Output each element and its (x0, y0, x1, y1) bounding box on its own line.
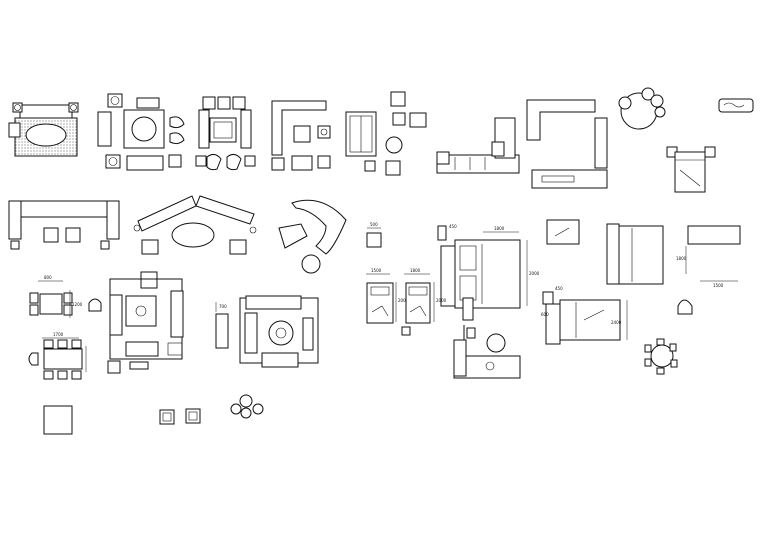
round-table-chairs (618, 87, 666, 130)
sofa-set-with-rug (8, 102, 79, 157)
round-table-six-chairs (644, 338, 678, 375)
dim-label: 700 (219, 304, 227, 309)
dim-500-block: 500 (366, 222, 382, 248)
dim-label: 1500 (713, 283, 724, 288)
dim-label: 2000 (529, 271, 540, 276)
chairs-square-table-set (195, 96, 256, 171)
dining-set-6-seat: 1700 (28, 332, 87, 380)
round-chairs-trio (230, 394, 264, 419)
long-sectional-sofa (436, 117, 520, 174)
dining-set-4-seat: 800 1200 (29, 275, 102, 318)
sofa-set-round-table (97, 93, 185, 171)
dim-label: 1700 (53, 332, 64, 337)
armchair-symbol (677, 299, 693, 315)
single-bed-nightstand: 1800 1500 (546, 219, 741, 288)
dim-label: 450 (449, 224, 457, 229)
dim-label: 500 (370, 222, 378, 227)
small-sofa-symbol (718, 98, 754, 113)
dim-label: 1500 (371, 268, 382, 273)
dim-label: 1800 (410, 268, 421, 273)
single-bed-top (666, 146, 716, 193)
curved-lounge-chaise (278, 199, 347, 274)
curved-sofa-oval-table (133, 195, 257, 255)
dim-label: 1200 (72, 302, 83, 307)
dim-label: 2400 (611, 320, 622, 325)
sofa-corner-set (453, 297, 521, 379)
armchairs-pair (159, 408, 201, 425)
l-sectional-sofa-large (526, 99, 608, 189)
dim-label: 1800 (676, 256, 687, 261)
long-sofa-ottomans (8, 200, 120, 250)
living-set-round-rug: 700 (215, 295, 319, 368)
dim-label: 2000 (398, 298, 409, 303)
dim-label: 800 (44, 275, 52, 280)
single-beds-dims: 1500 2000 1800 2000 (366, 268, 447, 336)
sofa-side-tables-set (345, 91, 427, 176)
dim-label: 1800 (494, 226, 505, 231)
double-bed-dims-1800: 1800 2000 450 (437, 224, 540, 309)
living-plan-square-set (107, 271, 184, 374)
dim-label: 450 (555, 286, 563, 291)
dim-label: 2000 (436, 298, 447, 303)
square-rug (43, 405, 73, 435)
dim-label: 600 (541, 312, 549, 317)
l-sofa-set (271, 100, 331, 171)
double-bed-2400: 450 2400 600 (541, 286, 628, 345)
